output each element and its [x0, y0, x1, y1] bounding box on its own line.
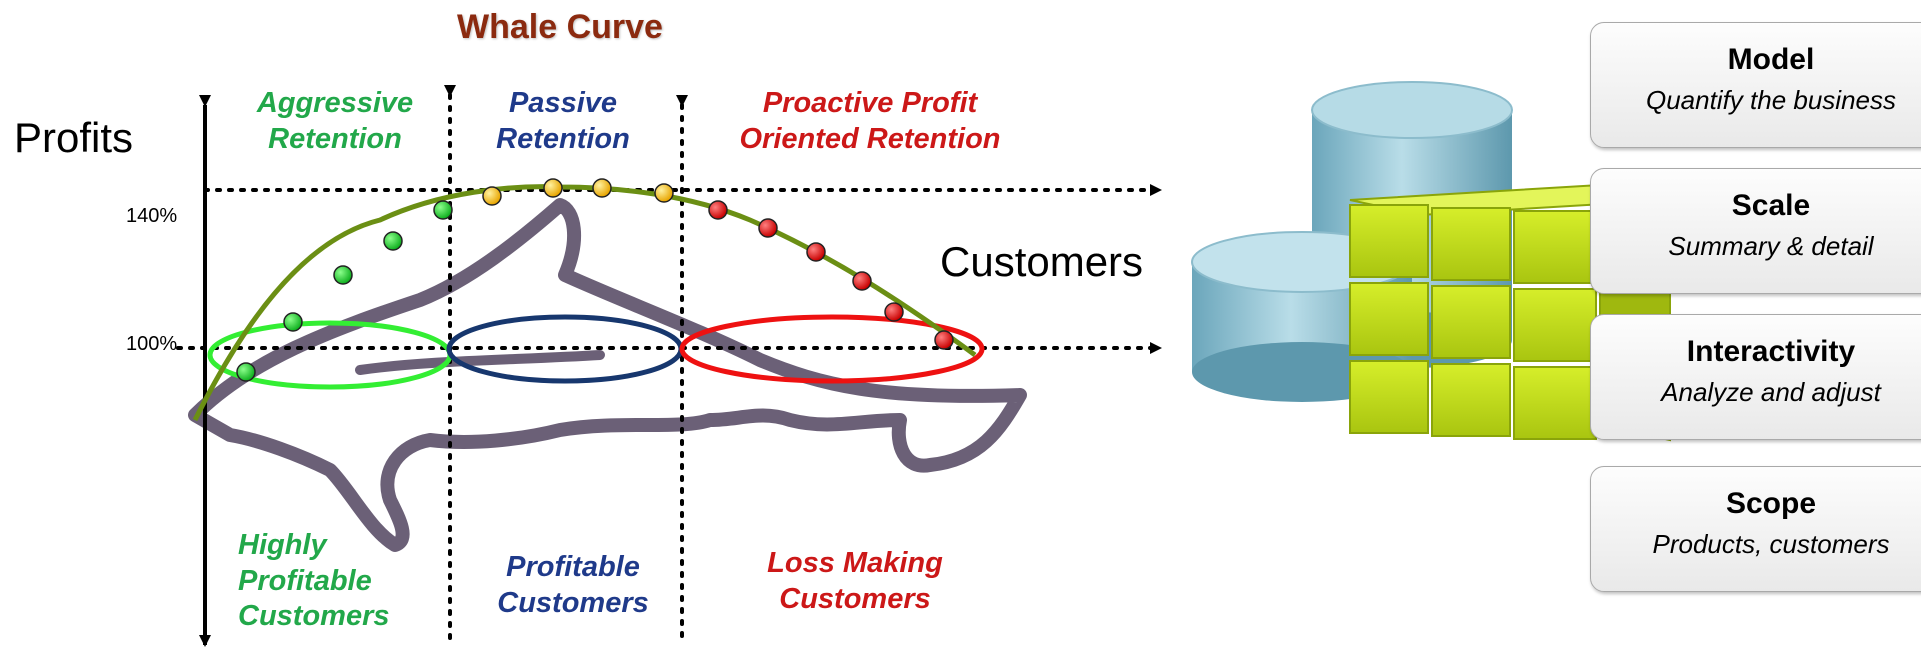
card-subtitle: Quantify the business [1645, 85, 1897, 115]
card-subtitle: Products, customers [1652, 529, 1890, 559]
customer-dots [236, 178, 954, 382]
segment-label-loss-making: Loss Making Customers [767, 547, 943, 615]
dot-green [333, 265, 353, 285]
segment-label-profitable: Profitable Customers [497, 551, 649, 619]
card-scale: Scale Summary & detail [1590, 168, 1921, 294]
database-cube-icon [1191, 81, 1671, 442]
segment-label-highly-profitable: Highly Profitable Customers [238, 529, 390, 633]
segment-label-passive-retention: Passive Retention [496, 87, 630, 155]
tick-label-100: 100% [126, 333, 178, 355]
dot-red [806, 242, 826, 262]
card-model: Model Quantify the business [1590, 22, 1921, 148]
segment-label-aggressive-retention: Aggressive Retention [256, 87, 414, 155]
dot-yellow [654, 183, 674, 203]
dot-green [236, 362, 256, 382]
card-subtitle: Analyze and adjust [1661, 377, 1881, 407]
ellipse-loss-making [679, 314, 985, 384]
dot-red [708, 200, 728, 220]
dot-red [934, 330, 954, 350]
chart-title: Whale Curve [457, 8, 663, 46]
card-subtitle: Summary & detail [1668, 231, 1874, 261]
dot-red [884, 302, 904, 322]
card-interactivity: Interactivity Analyze and adjust [1590, 314, 1921, 440]
card-title: Model [1727, 43, 1815, 76]
dot-yellow [482, 186, 502, 206]
dot-green [383, 231, 403, 251]
dot-green [283, 312, 303, 332]
x-axis-label: Customers [940, 238, 1144, 285]
segment-label-proactive-retention: Proactive Profit Oriented Retention [739, 87, 1001, 155]
dot-green [433, 200, 453, 220]
card-scope: Scope Products, customers [1590, 466, 1921, 592]
whale-outline-icon [188, 198, 1027, 552]
card-title: Interactivity [1686, 335, 1856, 368]
card-title: Scope [1725, 487, 1817, 520]
dot-yellow [543, 178, 563, 198]
y-axis-label: Profits [14, 114, 134, 161]
dot-red [758, 218, 778, 238]
tick-label-140: 140% [126, 205, 178, 227]
dot-yellow [592, 178, 612, 198]
card-title: Scale [1731, 189, 1811, 222]
dot-red [852, 271, 872, 291]
